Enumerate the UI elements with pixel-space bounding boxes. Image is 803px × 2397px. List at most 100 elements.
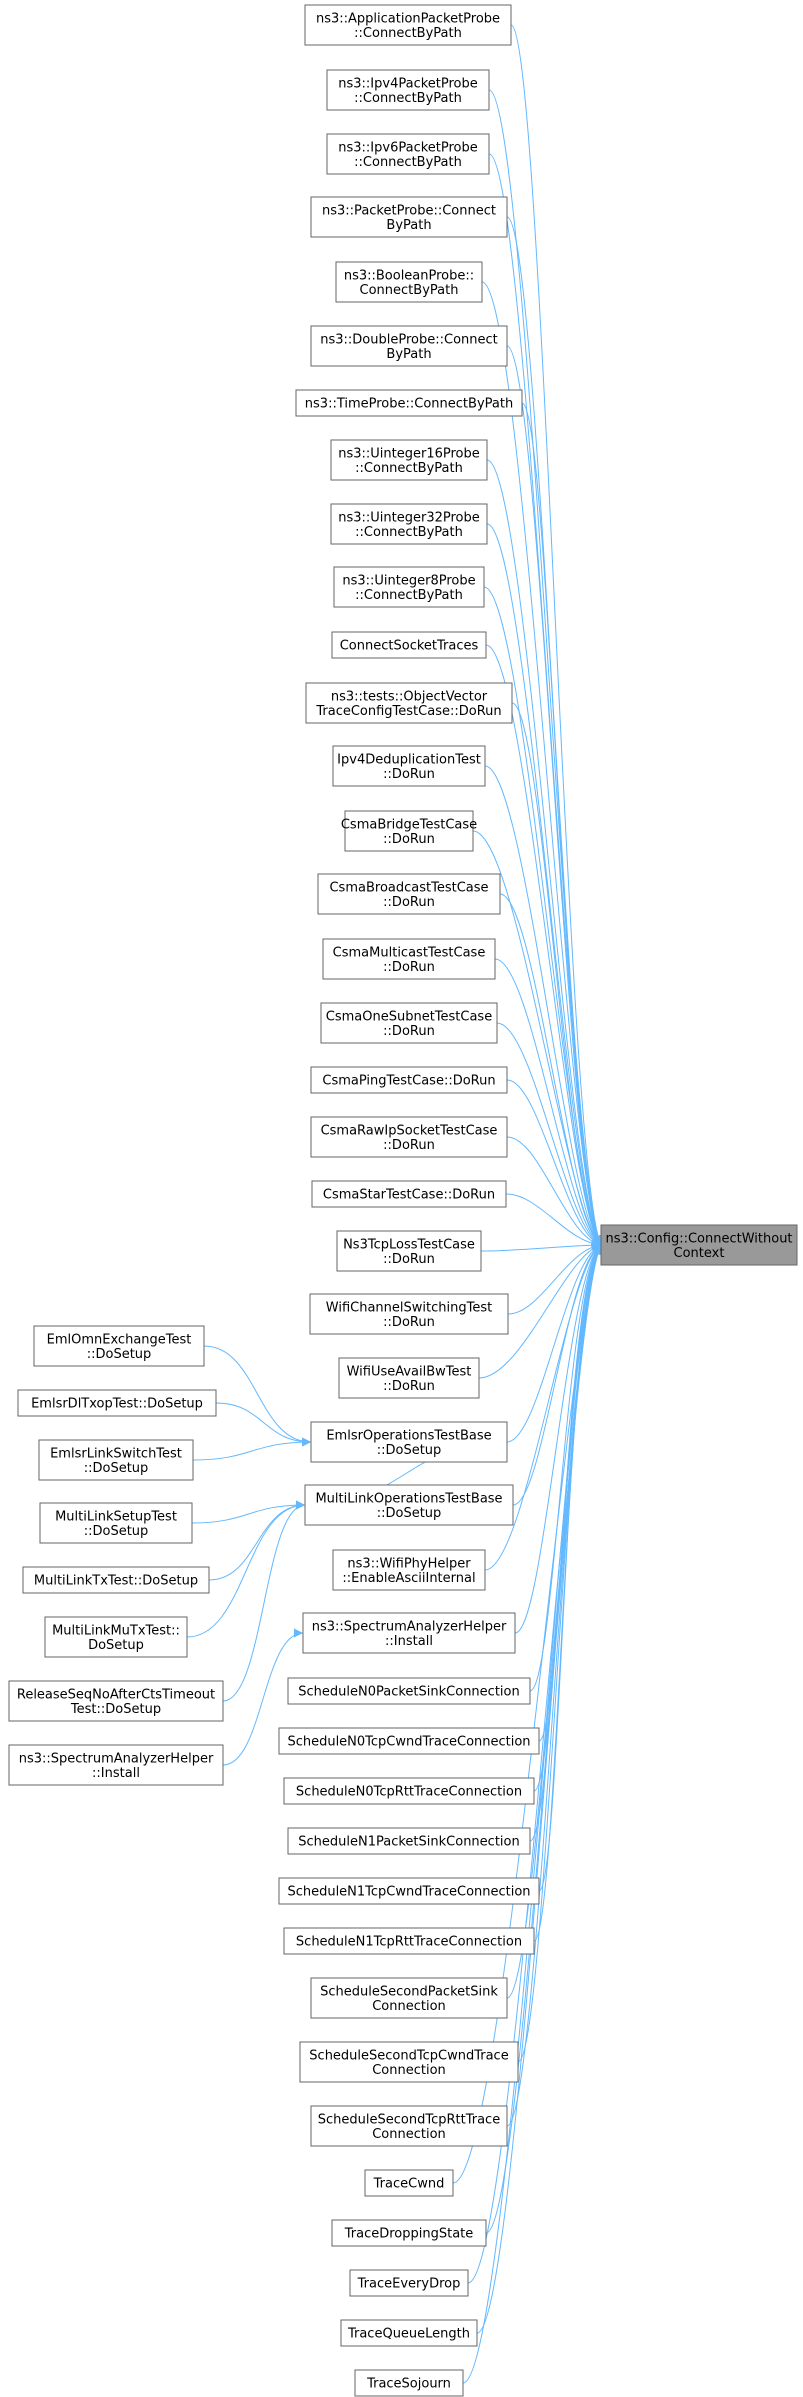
edge-arrow bbox=[192, 1437, 312, 1461]
node-box bbox=[335, 261, 483, 303]
edge-csma_onesubnet-to-root bbox=[496, 1022, 602, 1246]
caller-node-time_probe[interactable]: ns3::TimeProbe::ConnectByPath bbox=[295, 389, 523, 417]
caller-node-ipv4_dedup[interactable]: Ipv4DeduplicationTest::DoRun bbox=[332, 745, 486, 787]
caller-node-n1_rtt[interactable]: ScheduleN1TcpRttTraceConnection bbox=[283, 1927, 535, 1955]
caller-node-trace_everydrop[interactable]: TraceEveryDrop bbox=[349, 2269, 469, 2297]
edge-arrow bbox=[507, 1241, 602, 1315]
node-label-line: ScheduleN1TcpRttTraceConnection bbox=[296, 1935, 522, 1950]
caller-node-u32_probe[interactable]: ns3::Uinteger32Probe::ConnectByPath bbox=[330, 503, 488, 545]
node-box bbox=[344, 810, 474, 852]
node-box bbox=[310, 1116, 508, 1158]
caller-node-multilink_base[interactable]: MultiLinkOperationsTestBase::DoSetup bbox=[304, 1484, 514, 1526]
node-label-line: ns3::Ipv6PacketProbe bbox=[338, 140, 478, 155]
node-label-line: ns3::SpectrumAnalyzerHelper bbox=[312, 1619, 507, 1634]
node-box bbox=[283, 1927, 535, 1955]
caller-node-trace_cwnd[interactable]: TraceCwnd bbox=[364, 2169, 454, 2197]
caller-node-eml_omn[interactable]: EmlOmnExchangeTest::DoSetup bbox=[33, 1325, 205, 1367]
caller-node-csma_onesubnet[interactable]: CsmaOneSubnetTestCase::DoRun bbox=[320, 1002, 498, 1044]
caller-node-trace_sojourn[interactable]: TraceSojourn bbox=[354, 2369, 464, 2397]
node-box bbox=[8, 1744, 224, 1786]
edge-arrow bbox=[222, 1500, 306, 1702]
caller-node-wifi_chan[interactable]: WifiChannelSwitchingTest::DoRun bbox=[309, 1293, 509, 1335]
node-label-line: EmlsrLinkSwitchTest bbox=[50, 1446, 182, 1461]
caller-node-n0_rtt[interactable]: ScheduleN0TcpRttTraceConnection bbox=[283, 1777, 535, 1805]
node-box bbox=[322, 938, 496, 980]
edge-arrow bbox=[529, 1244, 602, 1692]
caller-node-n0_cwnd[interactable]: ScheduleN0TcpCwndTraceConnection bbox=[278, 1727, 540, 1755]
node-box bbox=[326, 133, 490, 175]
caller-node-app_probe[interactable]: ns3::ApplicationPacketProbe::ConnectByPa… bbox=[304, 4, 512, 46]
node-label-line: ::DoRun bbox=[383, 895, 435, 910]
node-label-line: ::Install bbox=[385, 1634, 433, 1649]
caller-node-u8_probe[interactable]: ns3::Uinteger8Probe::ConnectByPath bbox=[333, 566, 485, 608]
edge-arrow bbox=[499, 893, 602, 1246]
node-label-line: TraceConfigTestCase::DoRun bbox=[315, 704, 501, 719]
node-label-line: ::ConnectByPath bbox=[354, 91, 462, 106]
caller-node-u16_probe[interactable]: ns3::Uinteger16Probe::ConnectByPath bbox=[330, 439, 488, 481]
caller-node-ipv6_probe[interactable]: ns3::Ipv6PacketProbe::ConnectByPath bbox=[326, 133, 490, 175]
node-label-line: ns3::tests::ObjectVector bbox=[331, 689, 488, 704]
node-label-line: MultiLinkSetupTest bbox=[55, 1509, 177, 1524]
caller-node-csma_broadcast[interactable]: CsmaBroadcastTestCase::DoRun bbox=[317, 873, 501, 915]
node-label-line: CsmaOneSubnetTestCase bbox=[326, 1009, 492, 1024]
caller-node-n1_cwnd[interactable]: ScheduleN1TcpCwndTraceConnection bbox=[278, 1877, 540, 1905]
node-label-line: ns3::Config::ConnectWithout bbox=[605, 1231, 792, 1246]
node-label-line: Test::DoSetup bbox=[70, 1702, 161, 1717]
caller-node-double_probe[interactable]: ns3::DoubleProbe::ConnectByPath bbox=[310, 325, 508, 367]
caller-node-emlsr_dltxop[interactable]: EmlsrDlTxopTest::DoSetup bbox=[17, 1389, 217, 1417]
edge-arrow bbox=[496, 1022, 602, 1246]
caller-node-ml_tx[interactable]: MultiLinkTxTest::DoSetup bbox=[22, 1566, 210, 1594]
caller-node-wifiphy_helper[interactable]: ns3::WifiPhyHelper::EnableAsciiInternal bbox=[332, 1549, 486, 1591]
edge-csma_broadcast-to-root bbox=[499, 893, 602, 1246]
caller-node-packet_probe[interactable]: ns3::PacketProbe::ConnectByPath bbox=[310, 196, 508, 238]
node-label-line: Ipv4DeduplicationTest bbox=[337, 752, 481, 767]
edge-wifi_chan-to-root bbox=[507, 1241, 602, 1315]
caller-node-n1_sink[interactable]: ScheduleN1PacketSinkConnection bbox=[287, 1827, 531, 1855]
caller-node-spectrum_mid[interactable]: ns3::SpectrumAnalyzerHelper::Install bbox=[302, 1612, 516, 1654]
node-label-line: ScheduleN1TcpCwndTraceConnection bbox=[287, 1885, 530, 1900]
caller-node-connect_socket[interactable]: ConnectSocketTraces bbox=[331, 631, 487, 659]
caller-node-csma_ping[interactable]: CsmaPingTestCase::DoRun bbox=[310, 1066, 508, 1094]
node-label-line: Connection bbox=[372, 1999, 446, 2014]
node-box bbox=[330, 439, 488, 481]
node-label-line: ::ConnectByPath bbox=[355, 525, 463, 540]
edge-arrow bbox=[494, 958, 602, 1246]
node-box bbox=[278, 1877, 540, 1905]
caller-node-ml_setup[interactable]: MultiLinkSetupTest::DoSetup bbox=[39, 1502, 193, 1544]
node-label-line: ns3::SpectrumAnalyzerHelper bbox=[19, 1751, 214, 1766]
node-box bbox=[33, 1325, 205, 1367]
caller-node-ns3tcploss[interactable]: Ns3TcpLossTestCase::DoRun bbox=[336, 1230, 482, 1272]
caller-node-csma_star[interactable]: CsmaStarTestCase::DoRun bbox=[311, 1180, 507, 1208]
edge-arrow bbox=[191, 1500, 306, 1524]
caller-node-ipv4_probe[interactable]: ns3::Ipv4PacketProbe::ConnectByPath bbox=[326, 69, 490, 111]
edge-arrow bbox=[484, 765, 602, 1246]
node-label-line: TraceQueueLength bbox=[347, 2327, 470, 2342]
caller-node-n0_sink[interactable]: ScheduleN0PacketSinkConnection bbox=[287, 1677, 531, 1705]
node-label-line: WifiChannelSwitchingTest bbox=[326, 1300, 492, 1315]
edge-arrow bbox=[481, 281, 602, 1246]
caller-node-csma_bridge[interactable]: CsmaBridgeTestCase::DoRun bbox=[341, 810, 477, 852]
edge-arrow bbox=[215, 1402, 312, 1447]
caller-node-trace_dropping[interactable]: TraceDroppingState bbox=[331, 2219, 487, 2247]
caller-node-trace_queue[interactable]: TraceQueueLength bbox=[340, 2319, 478, 2347]
caller-node-bool_probe[interactable]: ns3::BooleanProbe::ConnectByPath bbox=[335, 261, 483, 303]
edge-obj_vector-to-root bbox=[511, 702, 602, 1246]
caller-node-ml_mutx[interactable]: MultiLinkMuTxTest::DoSetup bbox=[44, 1616, 188, 1658]
caller-node-csma_multicast[interactable]: CsmaMulticastTestCase::DoRun bbox=[322, 938, 496, 980]
caller-node-emlsr_base[interactable]: EmlsrOperationsTestBase::DoSetup bbox=[310, 1421, 508, 1463]
node-label-line: ::ConnectByPath bbox=[355, 588, 463, 603]
caller-node-wifi_avail[interactable]: WifiUseAvailBwTest::DoRun bbox=[338, 1357, 480, 1399]
node-label-line: ::DoSetup bbox=[84, 1461, 149, 1476]
caller-node-csma_rawip[interactable]: CsmaRawIpSocketTestCase::DoRun bbox=[310, 1116, 508, 1158]
edge-arrow bbox=[506, 345, 602, 1246]
caller-node-spectrum_left[interactable]: ns3::SpectrumAnalyzerHelper::Install bbox=[8, 1744, 224, 1786]
node-label-line: ScheduleN0TcpCwndTraceConnection bbox=[287, 1735, 530, 1750]
node-box bbox=[287, 1677, 531, 1705]
caller-node-obj_vector[interactable]: ns3::tests::ObjectVectorTraceConfigTestC… bbox=[305, 682, 513, 724]
caller-node-emlsr_linkswitch[interactable]: EmlsrLinkSwitchTest::DoSetup bbox=[38, 1439, 194, 1481]
